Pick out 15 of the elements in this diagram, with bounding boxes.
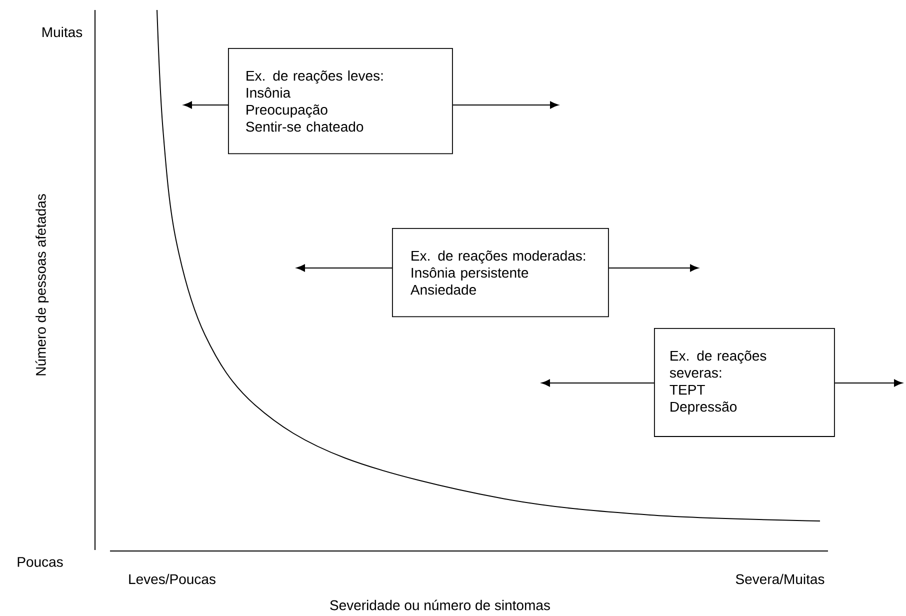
axis-label: Severidade ou número de sintomas bbox=[330, 600, 550, 610]
text-box: Ex. de reações moderadas: Insônia persistente Ansiedade bbox=[392, 228, 609, 318]
axis-label: Muitas bbox=[42, 26, 82, 38]
text-box: Ex. de reações severas: TEPT Depressão bbox=[654, 328, 835, 437]
arrow bbox=[452, 101, 559, 109]
text-box: Ex. de reações leves: Insônia Preocupação Sentir-se chateado bbox=[228, 48, 453, 154]
arrow bbox=[541, 379, 654, 387]
axis-label: Número de pessoas afetadas bbox=[35, 194, 49, 376]
axis-label: Leves/Poucas bbox=[129, 574, 216, 584]
arrow bbox=[834, 379, 903, 387]
arrow bbox=[183, 101, 228, 109]
axis-label: Poucas bbox=[18, 557, 63, 567]
arrow bbox=[296, 264, 392, 272]
axis-label: Severa/Muitas bbox=[736, 574, 824, 584]
arrow bbox=[608, 264, 699, 272]
